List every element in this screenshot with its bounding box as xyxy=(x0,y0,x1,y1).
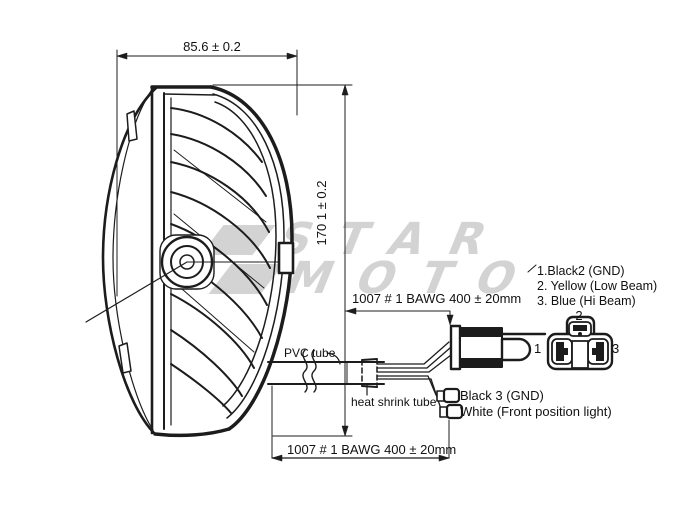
leader-lines xyxy=(326,264,537,396)
cable-break-squiggle xyxy=(311,349,317,393)
pinout-item-1: 1.Black2 (GND) xyxy=(537,264,625,278)
connector-pin-label-right: 3 xyxy=(612,341,620,356)
pinout-item-3: 3. Blue (Hi Beam) xyxy=(537,294,636,308)
side-tab xyxy=(277,241,295,275)
pinout-item-2: 2. Yellow (Low Beam) xyxy=(537,279,658,293)
headlight-drawing xyxy=(85,85,295,438)
dimension-side-height xyxy=(212,84,353,437)
connector-pin-label-top: 2 xyxy=(575,308,583,323)
dimension-label-width: 85.6 ± 0.2 xyxy=(183,39,241,54)
cable-break-squiggle xyxy=(302,349,308,393)
connector-front-view xyxy=(546,315,614,371)
dimension-wire-lower xyxy=(271,385,450,462)
dimension-label-height: 170 1 ± 0.2 xyxy=(314,180,329,246)
leader-line-adjuster xyxy=(85,261,188,323)
label-position-wire: White (Front position light) xyxy=(460,404,612,419)
dimension-wire-upper xyxy=(344,307,454,326)
connector-pin-label-left: 1 xyxy=(534,341,542,356)
bullet-connectors xyxy=(436,387,464,459)
connector-side-view xyxy=(449,324,547,371)
label-pvc-tube: PVC tube xyxy=(284,346,336,360)
dimension-label-wire-lower: 1007 # 1 BAWG 400 ± 20mm xyxy=(287,442,457,457)
label-heat-shrink-tube: heat shrink tube xyxy=(351,395,437,409)
dimension-label-wire-upper: 1007 # 1 BAWG 400 ± 20mm xyxy=(352,291,522,306)
label-ground-wire: Black 3 (GND) xyxy=(460,388,544,403)
dimension-top-width xyxy=(116,49,298,297)
